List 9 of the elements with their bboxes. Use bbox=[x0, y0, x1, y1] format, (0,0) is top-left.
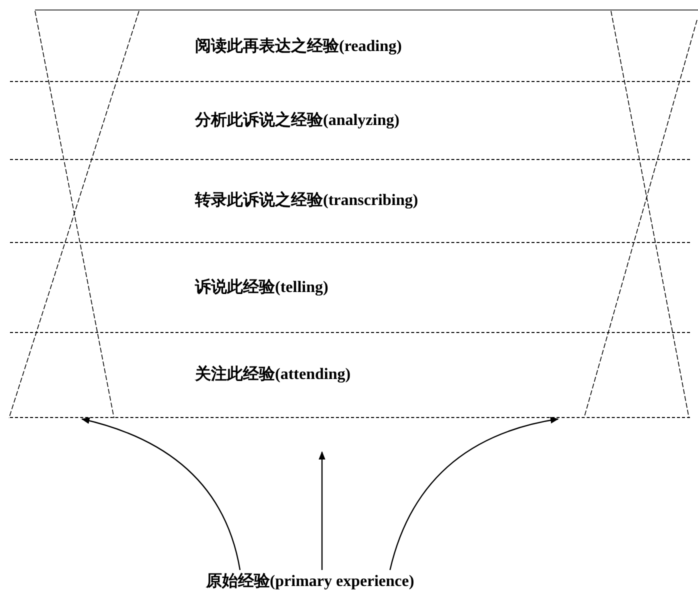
stage-text: 分析此诉说之经验(analyzing) bbox=[195, 110, 400, 130]
stage-text: 阅读此再表达之经验(reading) bbox=[195, 36, 402, 56]
stage-text: 关注此经验(attending) bbox=[195, 364, 351, 385]
stage-text: 原始经验(primary experience) bbox=[206, 572, 414, 592]
stage-text: 诉说此经验(telling) bbox=[195, 277, 328, 298]
stage-text: 转录此诉说之经验(transcribing) bbox=[195, 190, 418, 211]
arrow bbox=[318, 451, 326, 570]
arrow bbox=[81, 418, 241, 570]
arrow bbox=[389, 417, 559, 570]
